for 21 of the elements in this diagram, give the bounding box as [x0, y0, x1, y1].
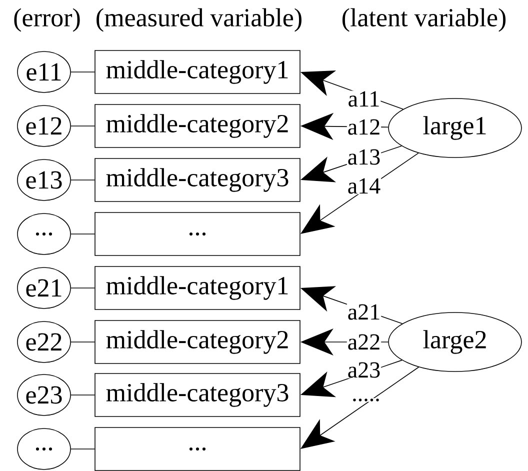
edge-label: a11 — [347, 90, 381, 108]
edge-label: a12 — [346, 118, 382, 136]
column-heading: (error) — [14, 8, 80, 32]
variable-box: middle-category3 — [94, 373, 300, 417]
variable-box: ... — [94, 212, 300, 256]
variable-box: middle-category2 — [94, 320, 300, 364]
edge-label: a22 — [346, 334, 382, 350]
column-heading: (measured variable) — [96, 8, 302, 32]
variable-box: middle-category2 — [94, 104, 300, 148]
edge-label: a23 — [346, 362, 382, 378]
edge-label: ..... — [351, 398, 381, 402]
column-heading: (latent variable) — [342, 8, 506, 32]
variable-box: ... — [94, 427, 300, 471]
edge-label: a21 — [346, 304, 382, 320]
variable-box: middle-category1 — [94, 266, 300, 310]
edge-label: a13 — [346, 148, 382, 166]
variable-box: middle-category3 — [94, 158, 300, 202]
variable-box: middle-category1 — [94, 50, 300, 94]
connector-line — [70, 448, 95, 450]
connector-line — [70, 394, 95, 396]
edge-label: a14 — [346, 178, 382, 194]
